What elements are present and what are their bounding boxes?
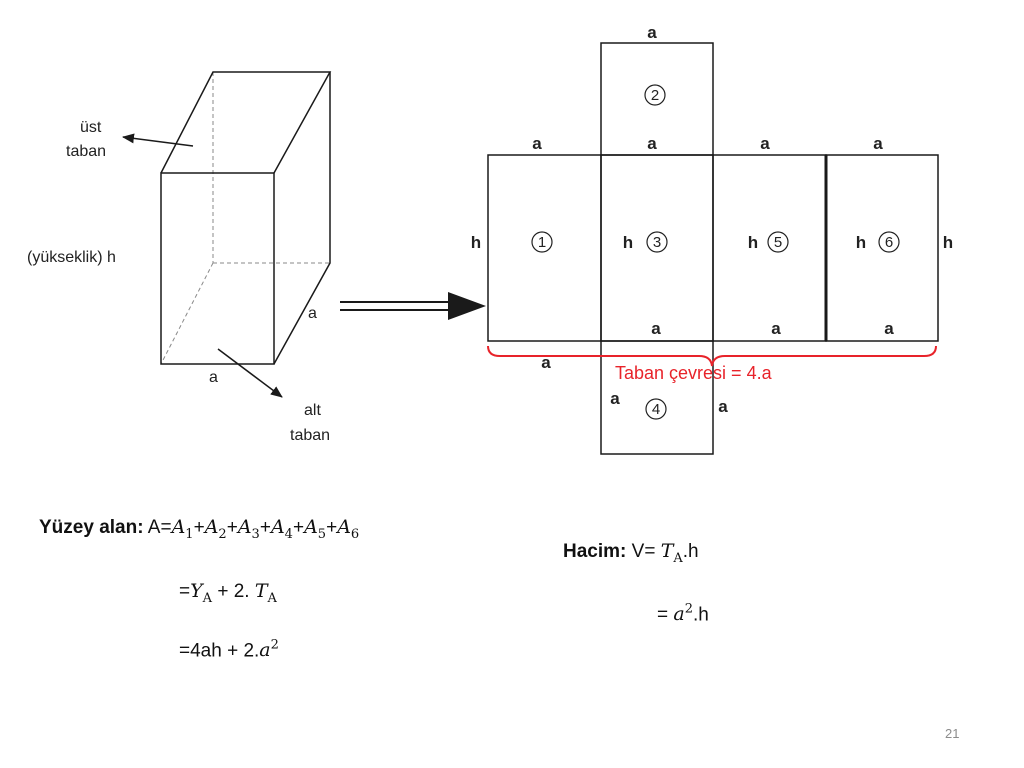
- bottom-base-arrow: [217, 348, 283, 398]
- net-label-a-face3-top: a: [647, 134, 657, 153]
- slide-number: 21: [945, 726, 960, 741]
- height-label: (yükseklik) h: [27, 249, 116, 266]
- net-label-a-face1-bottom: a: [541, 353, 551, 372]
- top-base-label-line1: üst: [80, 119, 102, 136]
- prism-diagram: üst taban (yükseklik) h a a alt taban 1 …: [27, 23, 953, 455]
- surface-term-3: A3: [237, 516, 260, 542]
- prism-front-face: [160, 172, 275, 365]
- face-number-1: 1: [531, 231, 553, 253]
- net-face-4: [600, 340, 714, 455]
- net-label-a-face1-top: a: [532, 134, 542, 153]
- surface-term-4: A4: [270, 516, 293, 542]
- face-number-6-text: 6: [885, 234, 893, 251]
- net-label-a-face4-right: a: [718, 397, 728, 416]
- prism-net: [487, 42, 939, 455]
- face-number-6-circle: [878, 231, 900, 253]
- hidden-depth-edge: [160, 262, 214, 365]
- rectangular-prism: [160, 71, 332, 365]
- face-number-5-text: 5: [774, 234, 782, 251]
- surface-term-2: A2: [204, 516, 227, 542]
- net-label-a-face4-left: a: [610, 389, 620, 408]
- net-label-a-face3-bottom: a: [651, 319, 661, 338]
- face-number-2-circle: [644, 84, 666, 106]
- face-number-5: 5: [767, 231, 789, 253]
- volume-line2: = a2.h: [657, 602, 709, 626]
- face-number-3-circle: [646, 231, 668, 253]
- top-base-label: üst taban: [66, 119, 106, 160]
- net-label-a-face5-bottom: a: [771, 319, 781, 338]
- transform-arrow: [340, 292, 486, 320]
- top-base-arrow: [122, 133, 194, 147]
- face-number-6: 6: [878, 231, 900, 253]
- net-label-a-top: a: [647, 23, 657, 42]
- net-label-h-right: h: [943, 233, 953, 252]
- face-number-2-text: 2: [651, 87, 659, 104]
- net-face-2: [600, 42, 714, 156]
- net-label-a-face6-bottom: a: [884, 319, 894, 338]
- volume-label: Hacim:: [563, 541, 627, 562]
- face-number-1-text: 1: [538, 234, 546, 251]
- prism-side-edges: [273, 72, 331, 365]
- surface-area-prefix: A=: [147, 517, 172, 538]
- net-label-h-left: h: [471, 233, 481, 252]
- perimeter-brace: [487, 345, 937, 367]
- net-label-h-face5: h: [748, 233, 758, 252]
- surface-area-line3: =4ah + 2.a2: [179, 638, 279, 662]
- surface-term-6: A6: [337, 516, 360, 542]
- face-number-1-circle: [531, 231, 553, 253]
- bottom-base-label: alt taban: [290, 402, 330, 444]
- face-number-4-circle: [645, 398, 667, 420]
- net-label-a-face6-top: a: [873, 134, 883, 153]
- face-number-3: 3: [646, 231, 668, 253]
- surface-area-label: Yüzey alan:: [39, 517, 144, 538]
- bottom-base-label-line2: taban: [290, 427, 330, 444]
- bottom-a-label: a: [209, 369, 218, 386]
- face-number-4: 4: [645, 398, 667, 420]
- side-a-label: a: [308, 305, 317, 322]
- face-number-3-text: 3: [653, 234, 661, 251]
- bottom-base-label-line1: alt: [304, 402, 321, 419]
- net-label-h-face6: h: [856, 233, 866, 252]
- net-label-a-face5-top: a: [760, 134, 770, 153]
- surface-term-5: A5: [304, 516, 327, 542]
- face-number-4-text: 4: [652, 401, 660, 418]
- top-base-label-line2: taban: [66, 143, 106, 160]
- net-face-6: [825, 154, 939, 342]
- perimeter-label: Taban çevresi = 4.a: [615, 363, 773, 383]
- face-number-2: 2: [644, 84, 666, 106]
- surface-area-formula: Yüzey alan: A=A1+A2+A3+A4+A5+A6: [39, 516, 360, 542]
- prism-top-face: [160, 71, 332, 174]
- net-label-h-face3: h: [623, 233, 633, 252]
- surface-area-line2: =YA + 2. TA: [179, 580, 277, 606]
- volume-formula: Hacim: V= TA.h: [563, 540, 699, 566]
- transform-arrow-head: [448, 292, 486, 320]
- surface-term-1: A1: [171, 516, 194, 542]
- face-number-5-circle: [767, 231, 789, 253]
